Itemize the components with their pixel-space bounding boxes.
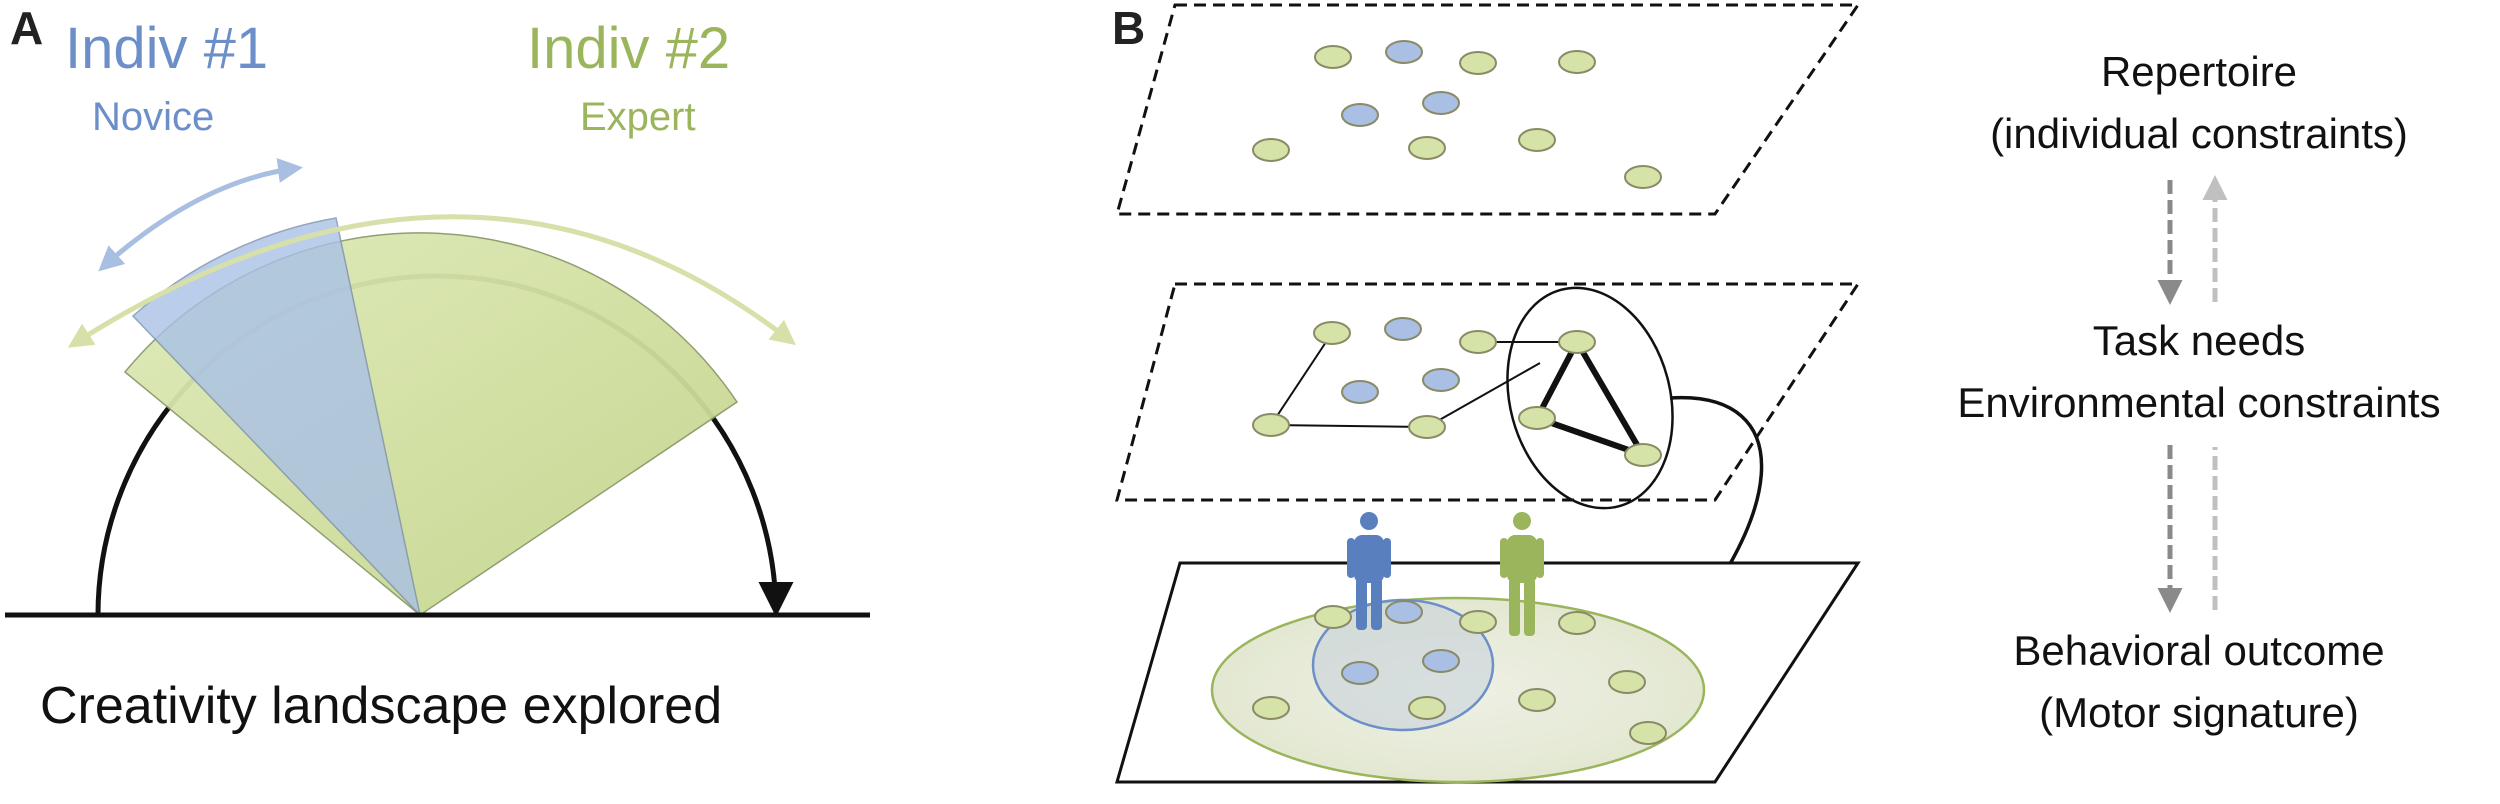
- node-green: [1408, 136, 1446, 160]
- novice-figure-icon: [1347, 512, 1391, 630]
- repertoire-nodes: [1252, 40, 1662, 189]
- indiv2-title: Indiv #2: [527, 16, 730, 81]
- node-green: [1459, 610, 1497, 634]
- panel-b-letter: B: [1112, 2, 1145, 54]
- novice-range-arrow: [98, 158, 303, 272]
- node-green: [1314, 45, 1352, 69]
- node-blue: [1341, 661, 1379, 685]
- node-green: [1518, 688, 1556, 712]
- node-blue: [1385, 40, 1423, 64]
- outcome-sublabel: (Motor signature): [2039, 689, 2359, 736]
- node-green: [1408, 415, 1446, 439]
- node-green: [1518, 406, 1556, 430]
- node-blue: [1422, 368, 1460, 392]
- node-blue: [1341, 380, 1379, 404]
- indiv1-subtitle: Novice: [92, 95, 214, 139]
- node-green: [1408, 696, 1446, 720]
- repertoire-label: Repertoire: [2101, 48, 2297, 95]
- novice-exploration-area: [1311, 598, 1495, 732]
- node-green: [1624, 443, 1662, 467]
- node-blue: [1341, 103, 1379, 127]
- task-label: Task needs: [2093, 317, 2305, 364]
- task-nodes: [1252, 317, 1662, 467]
- node-green: [1252, 138, 1290, 162]
- expert-figure-icon: [1500, 512, 1544, 636]
- task-plane: [1115, 282, 1861, 502]
- outcome-label: Behavioral outcome: [2013, 627, 2384, 674]
- node-green: [1314, 605, 1352, 629]
- indiv2-subtitle: Expert: [580, 95, 696, 139]
- node-blue: [1422, 649, 1460, 673]
- node-green: [1313, 321, 1351, 345]
- indiv1-title: Indiv #1: [65, 16, 268, 81]
- node-green: [1558, 611, 1596, 635]
- outcome-nodes: [1252, 600, 1667, 745]
- node-green: [1459, 51, 1497, 75]
- panel-a: A Indiv #1 Novice Indiv #2 Expert Creati…: [5, 2, 870, 735]
- node-green: [1608, 670, 1646, 694]
- node-blue: [1385, 600, 1423, 624]
- motor-pattern-circle: [1506, 286, 1674, 510]
- node-green: [1558, 50, 1596, 74]
- panel-a-letter: A: [10, 2, 43, 54]
- repertoire-sublabel: (individual constraints): [1990, 110, 2408, 157]
- node-green: [1624, 165, 1662, 189]
- node-green: [1252, 413, 1290, 437]
- node-green: [1459, 330, 1497, 354]
- node-green: [1558, 330, 1596, 354]
- panel-b: B: [1112, 2, 2441, 784]
- repertoire-plane: [1115, 3, 1861, 216]
- expert-range-arrow: [67, 214, 796, 348]
- node-blue: [1384, 317, 1422, 341]
- panel-a-caption: Creativity landscape explored: [40, 677, 722, 735]
- node-green: [1629, 721, 1667, 745]
- node-green: [1252, 696, 1290, 720]
- task-sublabel: Environmental constraints: [1957, 379, 2440, 426]
- node-green: [1518, 128, 1556, 152]
- node-blue: [1422, 91, 1460, 115]
